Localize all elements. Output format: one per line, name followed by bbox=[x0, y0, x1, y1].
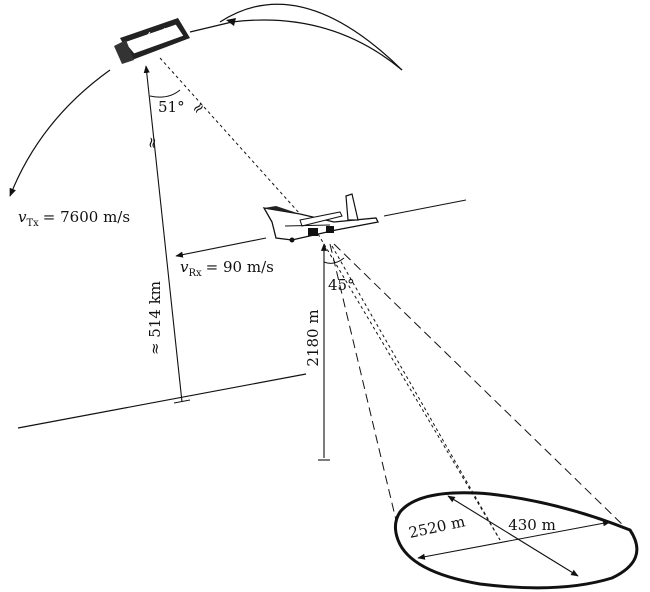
satellite-orbit-forward bbox=[231, 19, 403, 71]
antenna-footprint-ellipse bbox=[393, 491, 639, 590]
receiver-velocity-arrow bbox=[175, 237, 267, 258]
receiver-angle-label: 45° bbox=[328, 276, 355, 294]
footprint-length-label: 2520 m bbox=[407, 512, 467, 541]
beam-edge-right bbox=[333, 243, 629, 531]
transmitter-height-line bbox=[143, 65, 183, 403]
break-mark-height: ≈ bbox=[142, 136, 161, 150]
break-mark-slant: ≈ bbox=[188, 97, 209, 119]
transmitter-angle-arc bbox=[149, 89, 181, 98]
aircraft-track-right bbox=[383, 199, 467, 217]
satellite-orbit-arc bbox=[10, 3, 403, 196]
receiver-velocity-label: vRx= 90 m/s bbox=[180, 258, 274, 279]
footprint-width-line bbox=[447, 495, 579, 577]
aircraft-icon bbox=[262, 193, 379, 243]
beam-center-line bbox=[331, 245, 501, 541]
transmitter-angle-label: 51° bbox=[158, 98, 185, 116]
satellite-icon bbox=[114, 18, 236, 64]
transmitter-height-label: ≈ 514 km bbox=[146, 281, 164, 355]
ground-line-left bbox=[17, 373, 307, 429]
receiver-angle-arc bbox=[323, 257, 345, 264]
transmitter-height-tick bbox=[173, 399, 191, 404]
beam-edge-left bbox=[329, 243, 397, 521]
receiver-height-label: 2180 m bbox=[304, 309, 322, 366]
transmitter-velocity-label: vTx= 7600 m/s bbox=[18, 208, 130, 229]
satellite-aircraft-dashed-line bbox=[159, 57, 319, 235]
footprint-width-label: 430 m bbox=[508, 516, 556, 534]
satellite-footprint-line bbox=[317, 233, 501, 541]
